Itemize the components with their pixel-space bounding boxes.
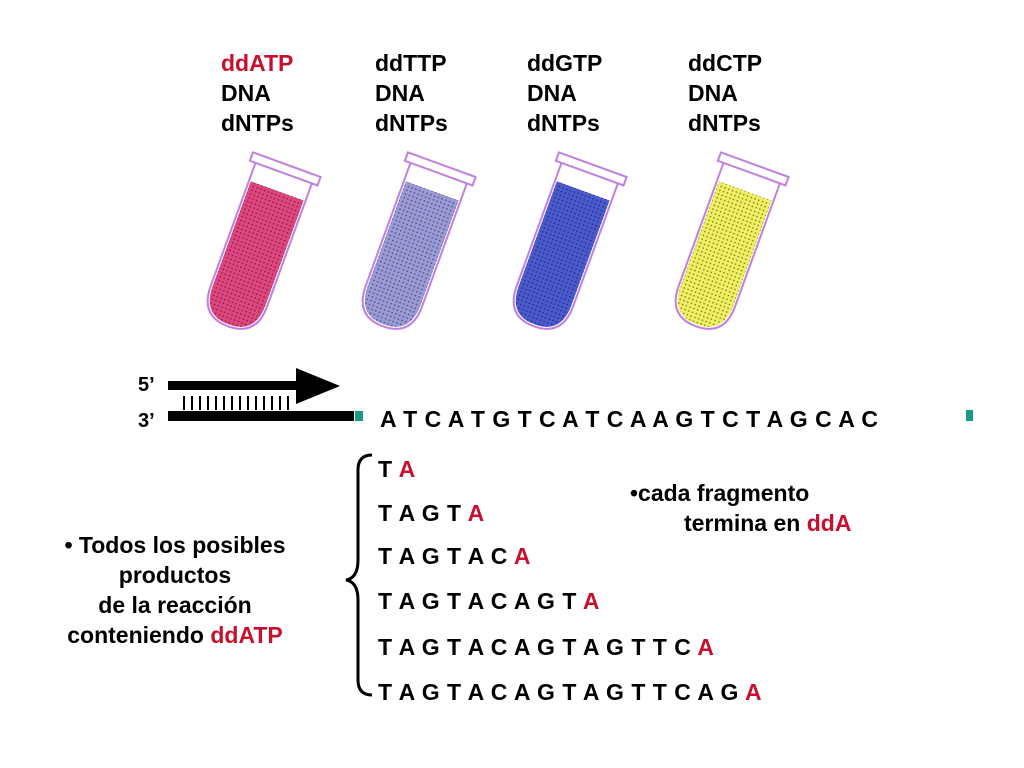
- tube-3-dntps: dNTPs: [527, 110, 600, 136]
- tube-3-reagent: ddGTP: [527, 50, 603, 76]
- test-tube-ddGTP: [512, 151, 628, 330]
- label-3-prime: 3’: [138, 410, 155, 432]
- product-3: T A G T A C A: [378, 543, 531, 570]
- product-1-prefix: T: [378, 456, 399, 482]
- note-left-line4-prefix: conteniendo: [67, 622, 211, 648]
- note-right-line2-prefix: termina en: [684, 510, 807, 536]
- product-5: T A G T A C A G T A G T T C A: [378, 634, 714, 661]
- product-6: T A G T A C A G T A G T T C A G A: [378, 679, 762, 706]
- product-5-terminal: A: [697, 634, 715, 660]
- template-sequence: A T C A T G T C A T C A A G T C T A G C …: [380, 406, 879, 432]
- note-each-fragment: •cada fragmento termina en ddA: [630, 478, 851, 538]
- product-5-prefix: T A G T A C A G T A G T T C: [378, 634, 698, 660]
- test-tube-ddTTP: [361, 151, 477, 330]
- product-4-terminal: A: [582, 588, 601, 614]
- product-2-terminal: A: [467, 500, 485, 526]
- template-start-marker: [355, 411, 363, 421]
- tube-2-reagent: ddTTP: [375, 50, 447, 76]
- product-3-terminal: A: [513, 543, 532, 569]
- note-right-highlight: ddA: [806, 510, 852, 536]
- base-pair-ticks: [183, 396, 289, 410]
- note-left-line2: productos: [118, 562, 232, 588]
- product-1-terminal: A: [398, 456, 416, 482]
- test-tube-ddCTP: [674, 151, 790, 330]
- product-2: T A G T A: [378, 500, 485, 527]
- tube-label-2: ddTTP DNA dNTPs: [375, 48, 448, 138]
- tube-1-dntps: dNTPs: [221, 110, 294, 136]
- tube-1-reagent: ddATP: [221, 50, 294, 76]
- note-right-line2: termina en ddA: [630, 508, 851, 538]
- tube-1-dna: DNA: [221, 80, 271, 106]
- tube-1-body: [206, 161, 314, 330]
- label-5-prime: 5’: [138, 374, 155, 396]
- product-6-terminal: A: [744, 679, 763, 705]
- template-end-marker: [966, 410, 973, 421]
- tube-3-dna: DNA: [527, 80, 577, 106]
- tube-4-dna: DNA: [688, 80, 738, 106]
- primer-arrow: [168, 368, 340, 404]
- tube-label-4: ddCTP DNA dNTPs: [688, 48, 762, 138]
- tube-4-reagent: ddCTP: [688, 50, 763, 76]
- note-left-line4: conteniendo ddATP: [20, 620, 330, 650]
- template-strand: [168, 411, 354, 421]
- test-tube-ddATP: [206, 151, 322, 330]
- product-1: T A: [378, 456, 416, 483]
- tube-4-dntps: dNTPs: [688, 110, 761, 136]
- tube-label-1: ddATP DNA dNTPs: [221, 48, 294, 138]
- product-4: T A G T A C A G T A: [378, 588, 600, 615]
- tube-label-3: ddGTP DNA dNTPs: [527, 48, 602, 138]
- product-4-prefix: T A G T A C A G T: [378, 588, 583, 614]
- curly-brace: [345, 453, 373, 697]
- tube-2-dntps: dNTPs: [375, 110, 448, 136]
- product-2-prefix: T A G T: [378, 500, 468, 526]
- note-left-line1: • Todos los posibles: [64, 532, 286, 558]
- note-right-line1: •cada fragmento: [630, 480, 810, 506]
- note-all-products: • Todos los posibles productos de la rea…: [20, 530, 330, 650]
- note-left-line3: de la reacción: [98, 592, 252, 618]
- note-left-highlight: ddATP: [210, 622, 283, 648]
- product-6-prefix: T A G T A C A G T A G T T C A G: [378, 679, 745, 705]
- tube-2-dna: DNA: [375, 80, 425, 106]
- product-3-prefix: T A G T A C: [378, 543, 514, 569]
